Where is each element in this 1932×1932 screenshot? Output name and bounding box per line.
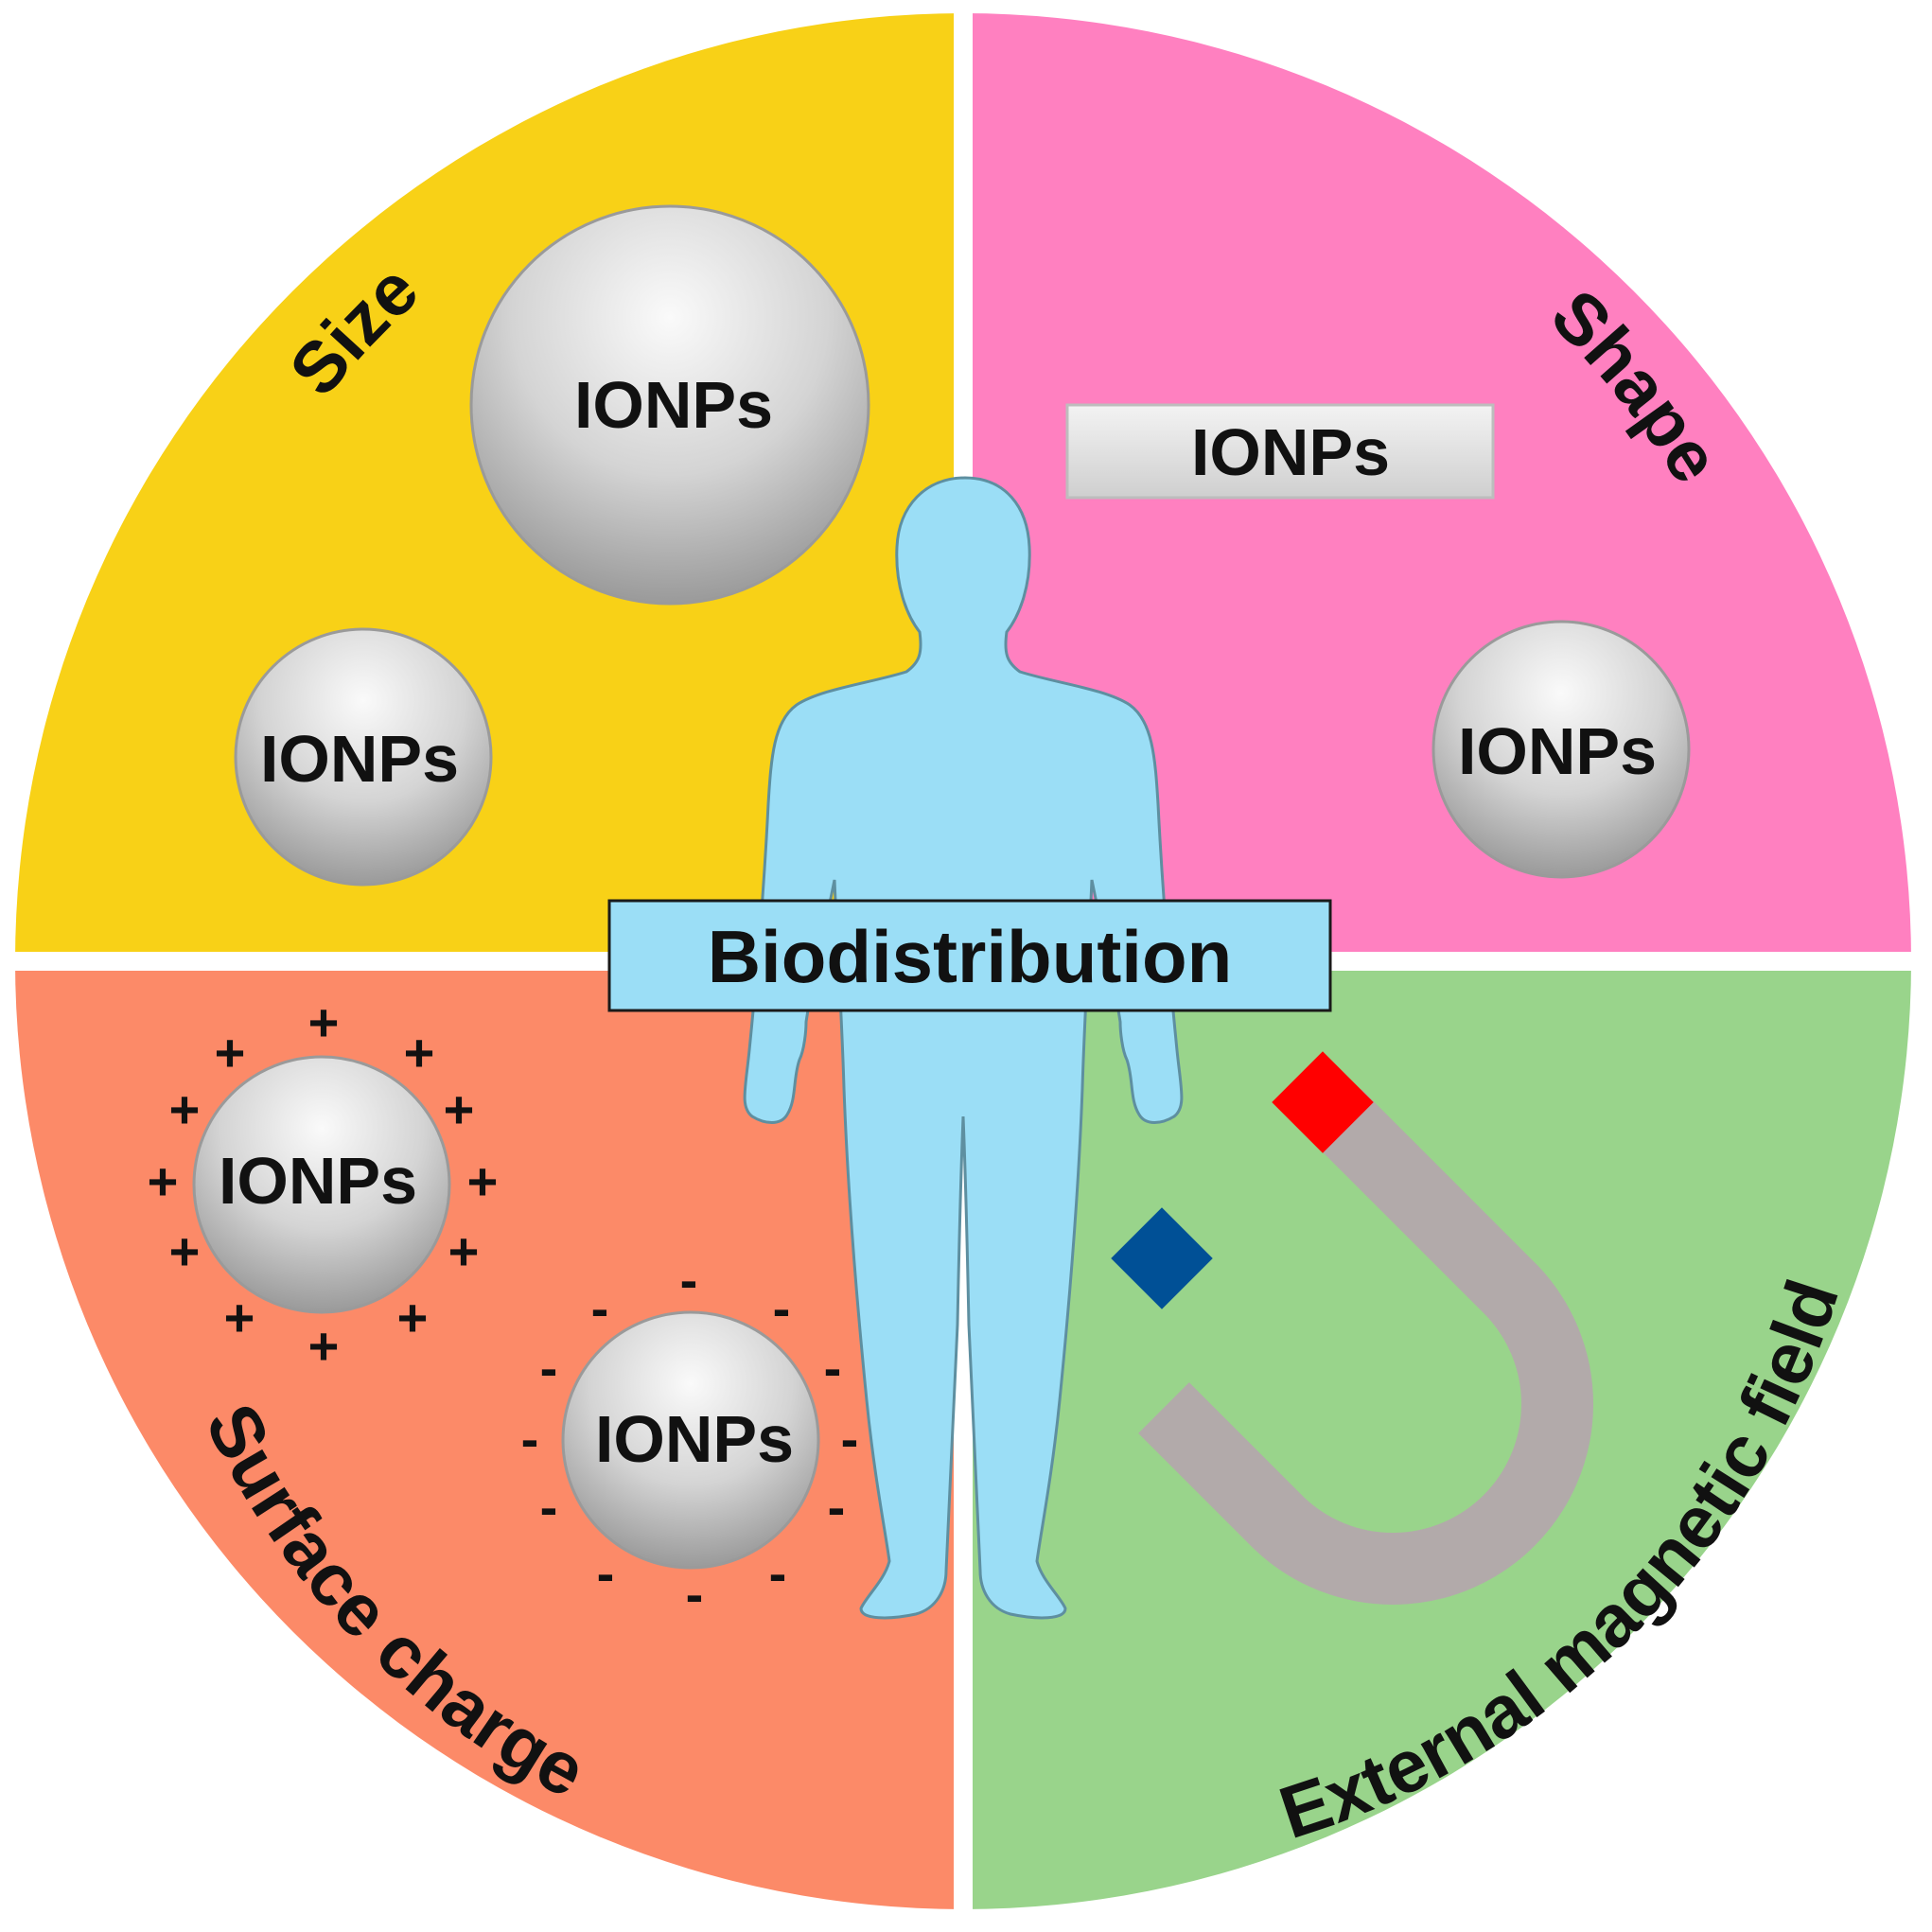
positive-charge: + <box>444 1080 475 1139</box>
particle-label: IONPs <box>1191 415 1390 489</box>
positive-charge: + <box>148 1151 179 1211</box>
negative-charge: - <box>597 1543 615 1603</box>
biodistribution-text: Biodistribution <box>708 915 1233 998</box>
particle-size-large: IONPs <box>469 204 870 606</box>
negative-charge: - <box>591 1278 609 1338</box>
positive-charge: + <box>404 1023 435 1082</box>
positive-charge: + <box>169 1080 201 1139</box>
positive-charge: + <box>467 1151 499 1211</box>
particle-size-small: IONPs <box>234 627 493 887</box>
positive-charge: + <box>224 1288 255 1347</box>
positive-charges: + + + + + + + + + + + + <box>148 992 499 1376</box>
particle-shape-rod: IONPs <box>1065 403 1495 500</box>
particle-label: IONPs <box>595 1402 794 1476</box>
negative-charge: - <box>521 1409 539 1468</box>
particle-label: IONPs <box>574 368 773 442</box>
negative-charge: - <box>841 1409 859 1468</box>
negative-charge: - <box>769 1543 787 1603</box>
particle-charge-negative: IONPs <box>561 1310 820 1570</box>
particle-label: IONPs <box>260 722 459 796</box>
positive-charge: + <box>448 1221 480 1281</box>
positive-charge: + <box>215 1023 246 1082</box>
negative-charges: - - - - - - - - - - - - <box>521 1250 859 1624</box>
positive-charge: + <box>308 992 340 1052</box>
magnet-body <box>1138 1089 1593 1605</box>
positive-charge: + <box>308 1316 340 1376</box>
human-body <box>743 476 1184 1620</box>
negative-charge: - <box>773 1278 791 1338</box>
positive-charge: + <box>397 1288 429 1347</box>
negative-charge: - <box>686 1564 704 1624</box>
negative-charge: - <box>540 1477 558 1537</box>
biodistribution-label: Biodistribution <box>607 899 1332 1012</box>
negative-charge: - <box>540 1338 558 1397</box>
negative-charge: - <box>828 1477 846 1537</box>
negative-charge: - <box>824 1338 842 1397</box>
particle-shape-sphere: IONPs <box>1431 620 1691 879</box>
particle-charge-positive: IONPs <box>192 1055 451 1314</box>
positive-charge: + <box>169 1221 201 1281</box>
particle-label: IONPs <box>1458 714 1657 788</box>
negative-charge: - <box>680 1250 698 1309</box>
human-silhouette-icon <box>743 476 1184 1620</box>
particle-label: IONPs <box>219 1144 417 1218</box>
